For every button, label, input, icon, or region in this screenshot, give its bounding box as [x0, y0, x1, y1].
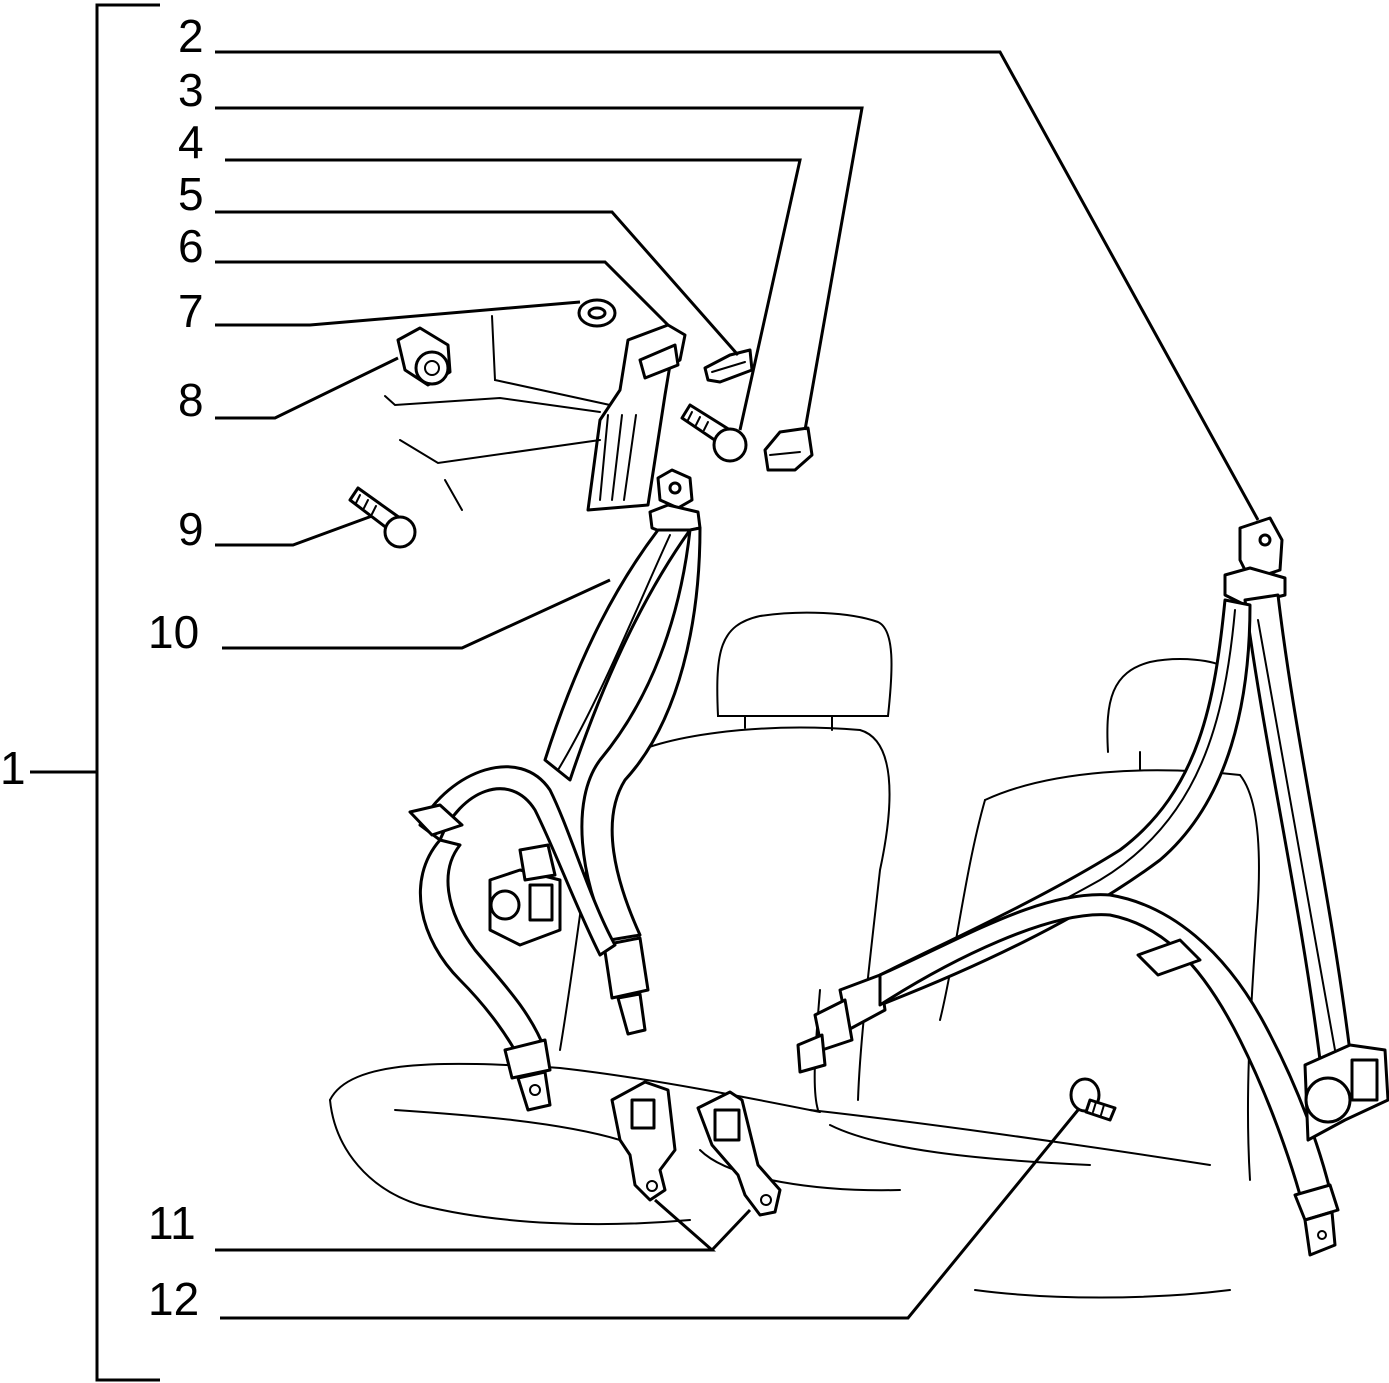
part-8-spacer: [384, 326, 601, 413]
seat-belt-left: [408, 468, 702, 1112]
part-6-height-adjuster: [586, 323, 687, 512]
seat-belt-right: [796, 516, 1389, 1257]
callout-8: 8: [178, 374, 204, 426]
callout-labels: 1 2 3 4 5 6 7 8 9 10 11 12: [0, 10, 204, 1325]
part-9-bolt: [348, 439, 601, 549]
callout-6: 6: [178, 220, 204, 272]
part-11-buckles: [610, 1080, 782, 1217]
leader-lines: [215, 50, 1260, 1320]
callout-5: 5: [178, 168, 204, 220]
part-5-clip: [703, 348, 754, 384]
callout-2: 2: [178, 10, 204, 62]
callout-10: 10: [148, 606, 199, 658]
part-12-screw: [1069, 1077, 1117, 1122]
callout-9: 9: [178, 503, 204, 555]
callout-3: 3: [178, 64, 204, 116]
callout-12: 12: [148, 1273, 199, 1325]
part-3-end-cap: [763, 426, 814, 472]
part-4-bolt: [680, 403, 748, 463]
callout-4: 4: [178, 116, 204, 168]
assembly-bracket: [30, 3, 160, 1382]
callout-1: 1: [0, 742, 26, 794]
callout-11: 11: [148, 1197, 196, 1249]
part-7-washer: [491, 298, 617, 406]
callout-7: 7: [178, 285, 204, 337]
